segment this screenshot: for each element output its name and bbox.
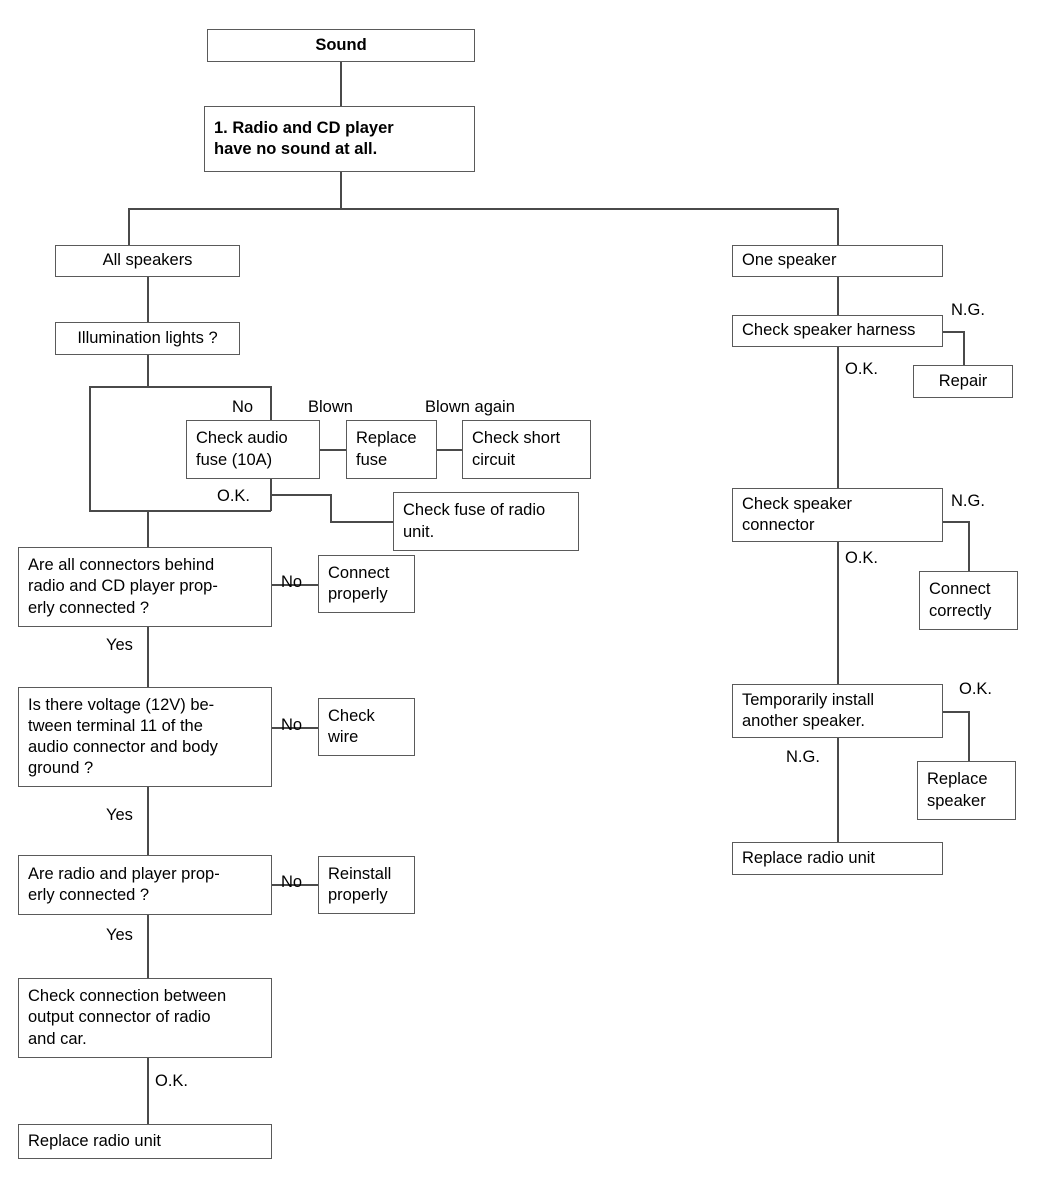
- edge-harness-ng-down: [963, 331, 965, 365]
- edge-split-right: [837, 208, 839, 245]
- edge-illumination-yes-down: [89, 386, 91, 511]
- label-blown: Blown: [308, 398, 353, 416]
- node-replace-radio-unit-left: Replace radio unit: [18, 1124, 272, 1159]
- label-yes-connectors: Yes: [106, 636, 133, 654]
- edge-radioplayer-yes-down: [147, 915, 149, 978]
- edge-fuse-ok-to-radiofuse: [330, 521, 394, 523]
- label-ok-output: O.K.: [155, 1072, 189, 1090]
- edge-connectors-no: [272, 584, 318, 586]
- edge-allspeakers-to-illumination: [147, 277, 149, 322]
- node-radio-player-question: Are radio and player prop- erly connecte…: [18, 855, 272, 915]
- label-ng-temp-install: N.G.: [786, 748, 820, 766]
- node-check-audio-fuse: Check audio fuse (10A): [186, 420, 320, 479]
- node-replace-radio-unit-right: Replace radio unit: [732, 842, 943, 875]
- edge-replace-to-short: [437, 449, 463, 451]
- edge-temp-ng-down: [837, 738, 839, 842]
- edge-illum-merge-bar: [89, 510, 271, 512]
- edge-split-left: [128, 208, 130, 245]
- node-check-output-connection: Check connection between output connecto…: [18, 978, 272, 1058]
- node-replace-speaker: Replace speaker: [917, 761, 1016, 820]
- label-no-radio-player: No: [281, 873, 303, 891]
- node-sound: Sound: [207, 29, 475, 62]
- node-connectors-question: Are all connectors behind radio and CD p…: [18, 547, 272, 627]
- edge-voltage-yes-down: [147, 787, 149, 855]
- node-check-wire: Check wire: [318, 698, 415, 756]
- node-symptom: 1. Radio and CD player have no sound at …: [204, 106, 475, 172]
- node-repair: Repair: [913, 365, 1013, 398]
- node-check-fuse-radio-unit: Check fuse of radio unit.: [393, 492, 579, 551]
- edge-harness-ng-right: [943, 331, 964, 333]
- label-ok-fuse: O.K.: [217, 487, 251, 505]
- node-check-short-circuit: Check short circuit: [462, 420, 591, 479]
- edge-harness-ok-down: [837, 347, 839, 488]
- edge-sound-to-symptom: [340, 62, 342, 106]
- edge-illumination-split-bar: [89, 386, 271, 388]
- label-ng-connector: N.G.: [951, 492, 985, 510]
- node-reinstall-properly: Reinstall properly: [318, 856, 415, 914]
- edge-voltage-no: [272, 727, 318, 729]
- node-voltage-question: Is there voltage (12V) be- tween termina…: [18, 687, 272, 787]
- edge-connector-ng-down: [968, 521, 970, 571]
- node-connect-properly: Connect properly: [318, 555, 415, 613]
- node-connect-correctly: Connect correctly: [919, 571, 1018, 630]
- label-ok-temp-install: O.K.: [959, 680, 993, 698]
- edge-temp-ok-right: [943, 711, 970, 713]
- edge-connector-ng-right: [943, 521, 970, 523]
- node-all-speakers: All speakers: [55, 245, 240, 277]
- label-no-illumination: No: [232, 398, 254, 416]
- label-ok-harness: O.K.: [845, 360, 879, 378]
- edge-illum-merge-down: [147, 510, 149, 548]
- node-check-speaker-harness: Check speaker harness: [732, 315, 943, 347]
- label-ng-harness: N.G.: [951, 301, 985, 319]
- node-replace-fuse: Replace fuse: [346, 420, 437, 479]
- edge-onespeaker-to-harness: [837, 277, 839, 316]
- edge-fuse-to-replace: [320, 449, 347, 451]
- edge-fuse-ok-right: [270, 494, 331, 496]
- label-ok-connector: O.K.: [845, 549, 879, 567]
- edge-connectors-yes-down: [147, 627, 149, 687]
- node-illumination-lights: Illumination lights ?: [55, 322, 240, 355]
- edge-fuse-ok-step: [330, 494, 332, 523]
- label-blown-again: Blown again: [425, 398, 515, 416]
- label-no-voltage: No: [281, 716, 303, 734]
- node-one-speaker: One speaker: [732, 245, 943, 277]
- label-yes-voltage: Yes: [106, 806, 133, 824]
- edge-radioplayer-no: [272, 884, 318, 886]
- edge-illumination-no-down: [270, 386, 272, 420]
- edge-temp-ok-down: [968, 711, 970, 761]
- edge-connector-ok-down: [837, 542, 839, 684]
- node-temporarily-install: Temporarily install another speaker.: [732, 684, 943, 738]
- edge-illumination-down: [147, 355, 149, 387]
- edge-split-bar: [128, 208, 839, 210]
- edge-symptom-down: [340, 172, 342, 209]
- label-no-connectors: No: [281, 573, 303, 591]
- edge-output-ok-down: [147, 1058, 149, 1124]
- label-yes-radio-player: Yes: [106, 926, 133, 944]
- node-check-speaker-connector: Check speaker connector: [732, 488, 943, 542]
